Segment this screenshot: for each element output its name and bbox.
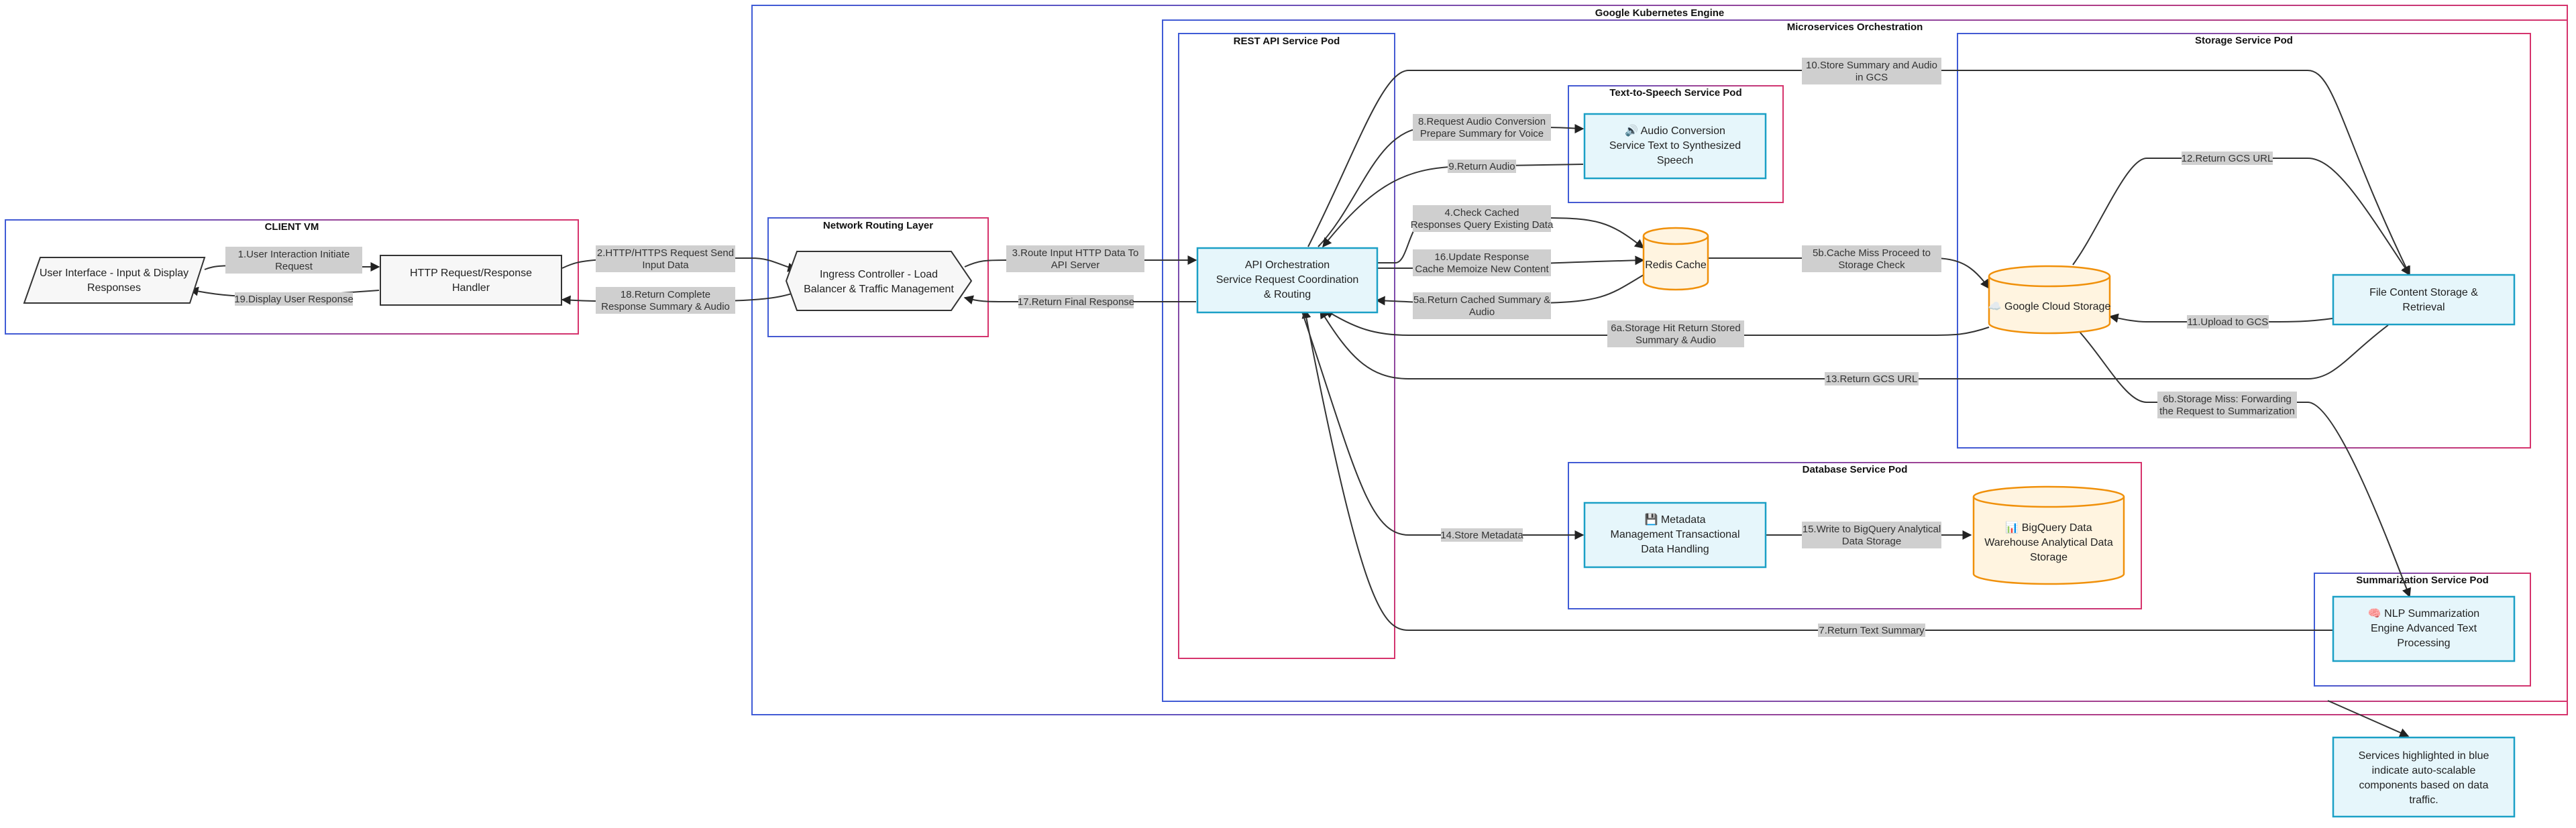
svg-text:14.Store Metadata: 14.Store Metadata xyxy=(1440,530,1523,541)
svg-text:7.Return Text Summary: 7.Return Text Summary xyxy=(1819,625,1925,636)
group-network-routing: Network Routing Layer xyxy=(767,217,989,337)
node-google-cloud-storage[interactable]: ☁️ Google Cloud Storage xyxy=(1988,265,2111,335)
svg-text:User Interface - Input & Displ: User Interface - Input & DisplayResponse… xyxy=(40,268,189,294)
group-tts: Text-to-Speech Service Pod xyxy=(1568,85,1784,203)
edge-note xyxy=(2327,700,2410,737)
edge-6b xyxy=(2079,331,2412,598)
svg-text:File Content Storage &Retrieva: File Content Storage &Retrieval xyxy=(2369,287,2478,313)
edges xyxy=(189,70,2412,737)
group-rest-api: REST API Service Pod xyxy=(1178,33,1395,659)
svg-text:9.Return Audio: 9.Return Audio xyxy=(1448,161,1515,172)
group-storage: Storage Service Pod xyxy=(1957,33,2531,449)
group-rest-title: REST API Service Pod xyxy=(1234,36,1340,47)
svg-text:13.Return GCS URL: 13.Return GCS URL xyxy=(1826,373,1918,385)
edge-13 xyxy=(1320,308,2389,379)
node-redis-cache[interactable]: Redis Cache xyxy=(1642,227,1709,291)
group-storage-title: Storage Service Pod xyxy=(2195,35,2293,46)
svg-text:12.Return GCS URL: 12.Return GCS URL xyxy=(2182,153,2273,164)
node-file-content-storage[interactable]: File Content Storage &Retrieval xyxy=(2332,274,2516,326)
edge-label-12: 12.Return GCS URL xyxy=(2182,152,2273,165)
edge-label-17: 17.Return Final Response xyxy=(1018,295,1134,308)
edge-3 xyxy=(964,255,1197,268)
edge-12 xyxy=(2072,158,2410,276)
edge-17 xyxy=(963,295,1196,305)
edge-label-11: 11.Upload to GCS xyxy=(2187,315,2269,329)
group-client-title: CLIENT VM xyxy=(265,221,319,233)
group-tts-title: Text-to-Speech Service Pod xyxy=(1609,87,1741,99)
svg-text:5a.Return Cached Summary &Audi: 5a.Return Cached Summary &Audio xyxy=(1413,294,1550,318)
group-routing-title: Network Routing Layer xyxy=(823,220,933,231)
edge-label-5a: 5a.Return Cached Summary &Audio xyxy=(1413,292,1551,319)
edge-10 xyxy=(1307,70,2410,276)
edge-label-9: 9.Return Audio xyxy=(1448,160,1516,173)
edge-14 xyxy=(1301,309,1585,540)
group-micro-title: Microservices Orchestration xyxy=(1787,21,1923,33)
edge-label-7: 7.Return Text Summary xyxy=(1818,624,1925,637)
edge-8 xyxy=(1318,123,1585,247)
edge-7 xyxy=(1301,308,2333,631)
svg-text:17.Return Final Response: 17.Return Final Response xyxy=(1018,296,1134,308)
group-client-vm: CLIENT VM xyxy=(5,219,579,335)
svg-text:19.Display User Response: 19.Display User Response xyxy=(234,294,354,305)
edge-label-19: 19.Display User Response xyxy=(234,292,354,306)
group-db-title: Database Service Pod xyxy=(1803,464,1908,475)
svg-text:11.Upload to GCS: 11.Upload to GCS xyxy=(2188,316,2269,328)
group-gke-title: Google Kubernetes Engine xyxy=(1595,7,1725,19)
group-summ-title: Summarization Service Pod xyxy=(2356,575,2489,586)
svg-text:☁️ Google Cloud Storage: ☁️ Google Cloud Storage xyxy=(1988,301,2111,312)
edge-label-13: 13.Return GCS URL xyxy=(1825,372,1919,386)
edge-label-14: 14.Store Metadata xyxy=(1440,528,1523,542)
edge-6a xyxy=(1324,309,1990,336)
svg-text:Redis Cache: Redis Cache xyxy=(1645,259,1707,271)
group-microservices: Microservices Orchestration xyxy=(1162,19,2568,702)
